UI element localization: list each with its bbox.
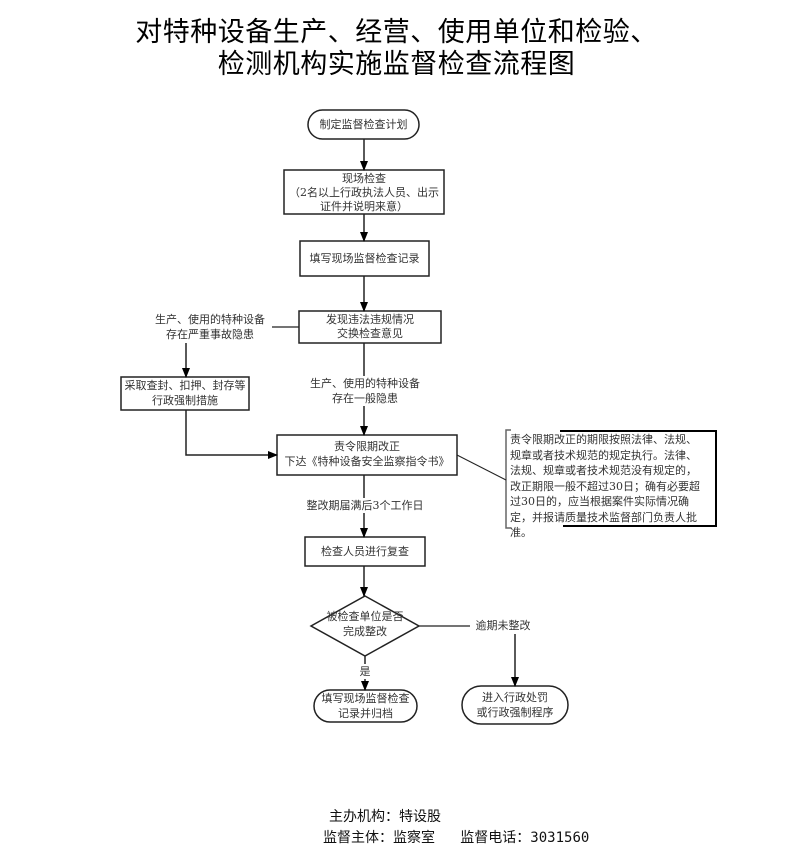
- organizer-value: 特设股: [399, 809, 441, 825]
- footer-supervision: 监督主体：监察室 监督电话：3031560: [323, 827, 589, 847]
- node-discover-violation-shape: [298, 310, 442, 344]
- supervisor-value: 监察室: [393, 830, 435, 846]
- edge-label-overdue: 逾期未整改: [470, 618, 536, 633]
- edge-label-yes: 是: [358, 664, 372, 679]
- note-connector: [456, 454, 507, 481]
- edge-label-deadline: 整改期届满后3个工作日: [300, 498, 430, 513]
- edge-label-general-hazard-2: 存在一般隐患: [303, 391, 427, 406]
- edge-label-general-hazard-1: 生产、使用的特种设备: [303, 376, 427, 391]
- phone-label: 监督电话：: [460, 830, 531, 846]
- supervisor-label: 监督主体：: [323, 830, 393, 846]
- node-plan-label: 制定监督检查计划: [319, 118, 408, 131]
- node-decision-line-1: 被检查单位是否: [326, 610, 404, 623]
- diagram-title-line-1: 对特种设备生产、经营、使用单位和检验、: [135, 17, 658, 48]
- node-onsite-detail-2: 证件并说明来意）: [320, 200, 408, 213]
- node-archive-line-2: 记录并归档: [338, 707, 393, 720]
- node-onsite-title: 现场检查: [342, 172, 386, 185]
- edge-label-serious-hazard-1: 生产、使用的特种设备: [148, 312, 272, 327]
- node-discover-line-1: 发现违法违规情况: [326, 313, 414, 326]
- node-archive-line-1: 填写现场监督检查: [321, 692, 410, 705]
- note-frame-right: [560, 430, 717, 527]
- edge-enforcement-to-order: [185, 410, 278, 459]
- rectification-deadline-note: 责令限期改正的期限按照法律、法规、规章或者技术规范的规定执行。法律、法规、规章或…: [510, 433, 700, 539]
- diagram-title-line-2: 检测机构实施监督检查流程图: [217, 49, 576, 80]
- node-onsite-detail-1: （2名以上行政执法人员、出示: [289, 186, 439, 199]
- node-order-line-2: 下达《特种设备安全监察指令书》: [284, 455, 450, 468]
- node-order-line-1: 责令限期改正: [334, 440, 400, 453]
- node-penalty-line-2: 或行政强制程序: [476, 706, 554, 719]
- footer-organizer: 主办机构：特设股: [329, 806, 441, 826]
- edge-label-serious-hazard-2: 存在严重事故隐患: [148, 327, 272, 342]
- node-recheck-shape: [304, 536, 426, 567]
- node-enforcement-line-2: 行政强制措施: [152, 394, 218, 407]
- node-recheck-label: 检查人员进行复查: [321, 545, 409, 558]
- organizer-label: 主办机构：: [329, 809, 399, 825]
- node-record-label: 填写现场监督检查记录: [309, 252, 420, 265]
- node-discover-line-2: 交换检查意见: [337, 327, 403, 340]
- node-onsite-inspection-shape: [283, 169, 445, 215]
- node-enforcement-line-1: 采取查封、扣押、封存等: [124, 379, 246, 392]
- node-decision-line-2: 完成整改: [343, 625, 387, 638]
- node-enforcement-shape: [120, 376, 250, 411]
- node-penalty-line-1: 进入行政处罚: [482, 691, 548, 704]
- phone-value: 3031560: [530, 830, 590, 846]
- note-bracket-left: [505, 429, 511, 529]
